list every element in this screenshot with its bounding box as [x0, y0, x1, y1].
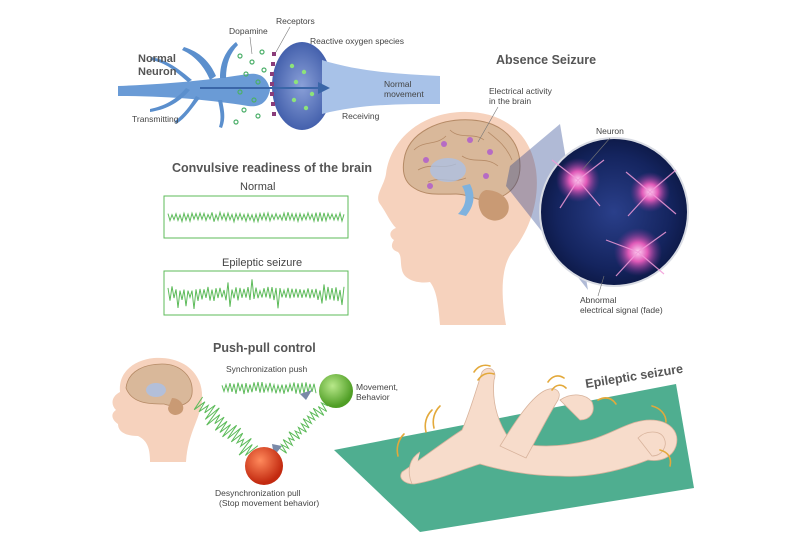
receptors-label: Receptors: [276, 16, 315, 26]
desync-ball: [245, 447, 283, 485]
normal-neuron-title-1: Normal: [138, 53, 176, 65]
transmitting-label: Transmitting: [132, 114, 179, 124]
brain-glow: [430, 158, 466, 182]
neuron-label: Neuron: [596, 126, 624, 136]
desync-label-1: Desynchronization pull: [215, 488, 301, 498]
seizure-eeg-label: Epileptic seizure: [222, 257, 302, 269]
push-pull-panel: Push-pull control Synchronization push M…: [112, 341, 398, 508]
normal-neuron-panel: Normal Neuron Dopamine Receptors Reactiv…: [118, 16, 440, 130]
dopamine-particles: [233, 49, 267, 125]
synapse-dome: [272, 42, 332, 130]
desync-wave-right: [275, 401, 329, 454]
movement-ball: [319, 374, 353, 408]
movement-label-2: Behavior: [356, 392, 390, 402]
desync-label-2: (Stop movement behavior): [219, 498, 319, 508]
normal-movement-2: movement: [384, 89, 424, 99]
seizure-eeg-wave: [167, 279, 345, 310]
sync-label: Synchronization push: [226, 364, 308, 374]
sync-arrow: [300, 390, 312, 400]
receiving-label: Receiving: [342, 111, 380, 121]
brainstem: [458, 184, 474, 216]
epileptic-seizure-panel: Epileptic seizure: [334, 362, 694, 532]
abnormal-signal-1: Abnormal: [580, 295, 616, 305]
electrical-activity-2: in the brain: [489, 96, 531, 106]
abnormal-signal-2: electrical signal (fade): [580, 305, 663, 315]
movement-label-1: Movement,: [356, 382, 398, 392]
dopamine-label: Dopamine: [229, 26, 268, 36]
seizure-eeg-box: [163, 270, 349, 316]
brain-activity-points: [423, 137, 493, 189]
electrical-activity-1: Electrical activity: [489, 86, 553, 96]
normal-eeg-box: [163, 195, 349, 239]
neuron-body: [118, 42, 270, 128]
convulsive-panel: Convulsive readiness of the brain Normal…: [163, 161, 372, 316]
normal-neuron-title-2: Neuron: [138, 66, 177, 78]
body-figure: [400, 367, 678, 485]
signal-arrow-head: [318, 82, 330, 94]
cerebellum: [478, 190, 509, 221]
ros-label: Reactive oxygen species: [310, 36, 404, 46]
zoomed-neurons: [551, 158, 677, 277]
zoom-circle: [539, 137, 689, 287]
absence-title: Absence Seizure: [496, 53, 596, 67]
convulsive-title: Convulsive readiness of the brain: [172, 161, 372, 175]
absence-seizure-panel: Absence Seizure: [378, 53, 689, 325]
sync-wave: [221, 381, 317, 395]
desync-wave-left: [193, 396, 259, 456]
motion-marks: [396, 364, 672, 467]
pushpull-title: Push-pull control: [213, 341, 316, 355]
receptors: [270, 52, 276, 116]
normal-movement-1: Normal: [384, 79, 412, 89]
normal-eeg-label: Normal: [240, 181, 275, 193]
receiving-axon: [322, 60, 440, 114]
ros-particles: [289, 63, 315, 111]
normal-eeg-wave: [167, 210, 345, 224]
